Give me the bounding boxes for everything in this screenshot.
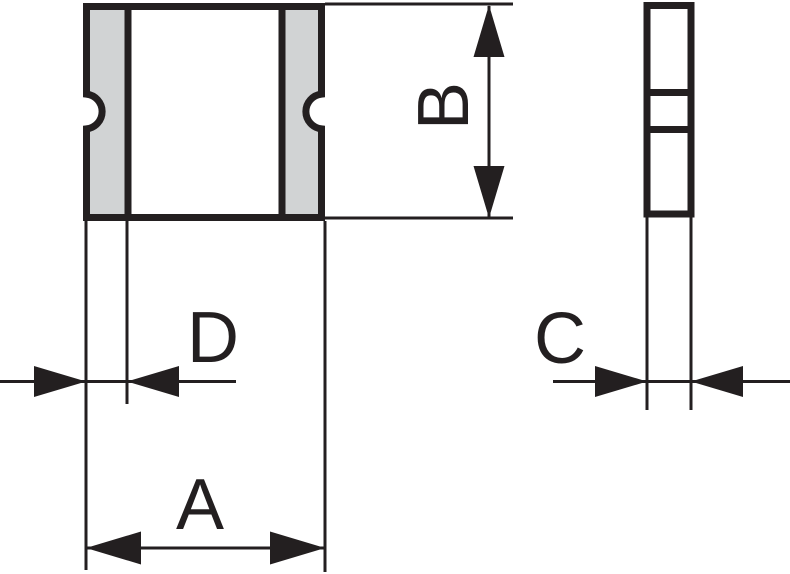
svg-text:C: C <box>534 299 586 379</box>
svg-text:A: A <box>176 465 224 545</box>
svg-text:D: D <box>187 298 239 378</box>
svg-text:B: B <box>404 82 484 130</box>
